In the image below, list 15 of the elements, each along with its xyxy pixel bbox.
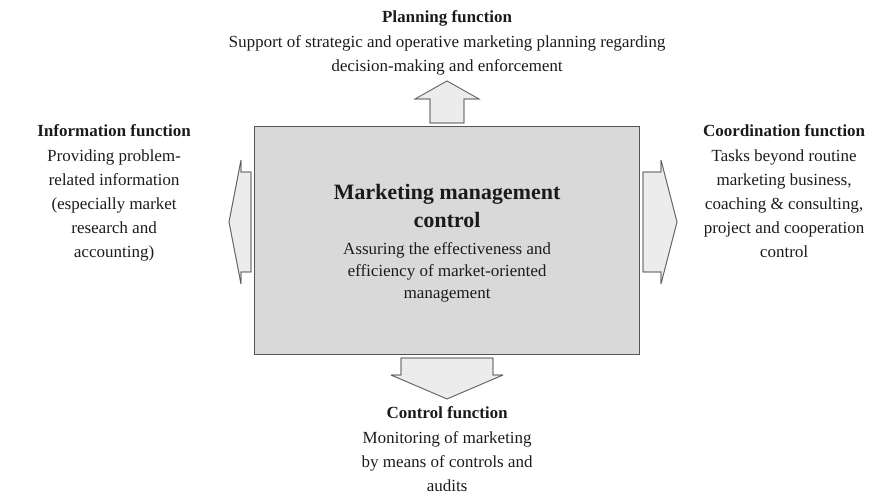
description: Assuring the effectiveness and efficiency of market-oriented management [342,238,552,304]
block-arrow [413,80,481,124]
description: Providing problem-related information (especially market research and accounting) [46,145,182,263]
description: Monitoring of marketing by means of controls and audits [360,427,534,497]
heading: Control function [386,402,508,424]
heading: Coordination function [703,120,865,142]
block-arrow [390,358,504,400]
process-box [254,126,640,355]
block-arrow [642,160,678,284]
description: Tasks beyond routine marketing business, coaching & consulting, project and cooperation control [702,145,866,263]
heading: Planning function [382,6,512,28]
heading: Marketing management control [332,178,562,234]
description: Support of strategic and operative marketing planning regarding decision-making and enforcement [228,31,666,77]
block-arrow [228,160,252,284]
heading: Information function [37,120,191,142]
